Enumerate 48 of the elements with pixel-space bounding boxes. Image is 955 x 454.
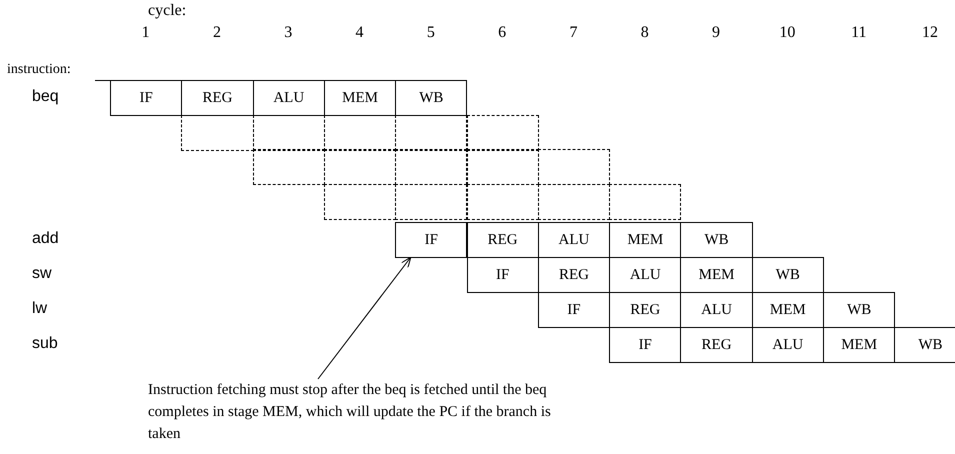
pipeline-stage-box: IF: [538, 292, 610, 328]
cycle-number: 8: [640, 24, 649, 42]
cycle-number: 11: [851, 24, 867, 42]
pipeline-stage-box: REG: [466, 222, 539, 258]
cycle-number: 5: [426, 24, 435, 42]
leader-arrow: [318, 256, 412, 380]
pipeline-stage-box: IF: [395, 222, 468, 258]
cycle-number: 7: [569, 24, 578, 42]
bubble-box: [181, 114, 254, 150]
cycle-number: 3: [284, 24, 292, 42]
bubble-box: [324, 184, 396, 220]
bubble-box: [324, 149, 396, 185]
instruction-name: beq: [32, 88, 59, 106]
cycle-number: 12: [922, 24, 938, 42]
pipeline-stage-box: REG: [181, 80, 254, 116]
pipeline-stage-box: ALU: [252, 80, 325, 116]
pipeline-stage-box: IF: [110, 80, 182, 116]
cycle-number: 2: [212, 24, 221, 42]
pipeline-stage-box: WB: [752, 257, 824, 293]
bubble-box: [466, 184, 539, 220]
cycle-number: 6: [498, 24, 506, 42]
cycle-number: 10: [779, 24, 796, 42]
pipeline-stage-box: WB: [680, 222, 753, 258]
pipeline-stage-box: MEM: [324, 80, 396, 116]
annotation-note: Instruction fetching must stop after the beq is fetched until the beq completes in stage MEM, which will update the PC if the branch is taken: [148, 379, 568, 445]
cycle-number: 1: [142, 24, 150, 42]
instruction-name: sw: [32, 265, 52, 283]
pipeline-stage-box: WB: [823, 292, 896, 328]
bubble-box: [538, 149, 610, 185]
bubble-box: [466, 149, 539, 185]
bubble-box: [609, 184, 682, 220]
pipeline-stage-box: IF: [466, 257, 539, 293]
bubble-box: [466, 114, 539, 150]
pipeline-stage-box: WB: [395, 80, 468, 116]
bubble-box: [538, 184, 610, 220]
bubble-box: [395, 149, 468, 185]
instruction-name: sub: [32, 335, 58, 353]
bubble-box: [252, 149, 325, 185]
bubble-box: [395, 184, 468, 220]
bubble-box: [395, 114, 468, 150]
pipeline-stage-box: WB: [894, 327, 955, 363]
cycle-number: 9: [712, 24, 720, 42]
axis-title: instruction:: [7, 62, 71, 78]
axis-title: cycle:: [148, 2, 186, 20]
instruction-name: lw: [32, 300, 48, 318]
pipeline-stage-box: IF: [609, 327, 682, 363]
instruction-name: add: [32, 230, 59, 248]
cycle-number: 4: [356, 24, 364, 42]
